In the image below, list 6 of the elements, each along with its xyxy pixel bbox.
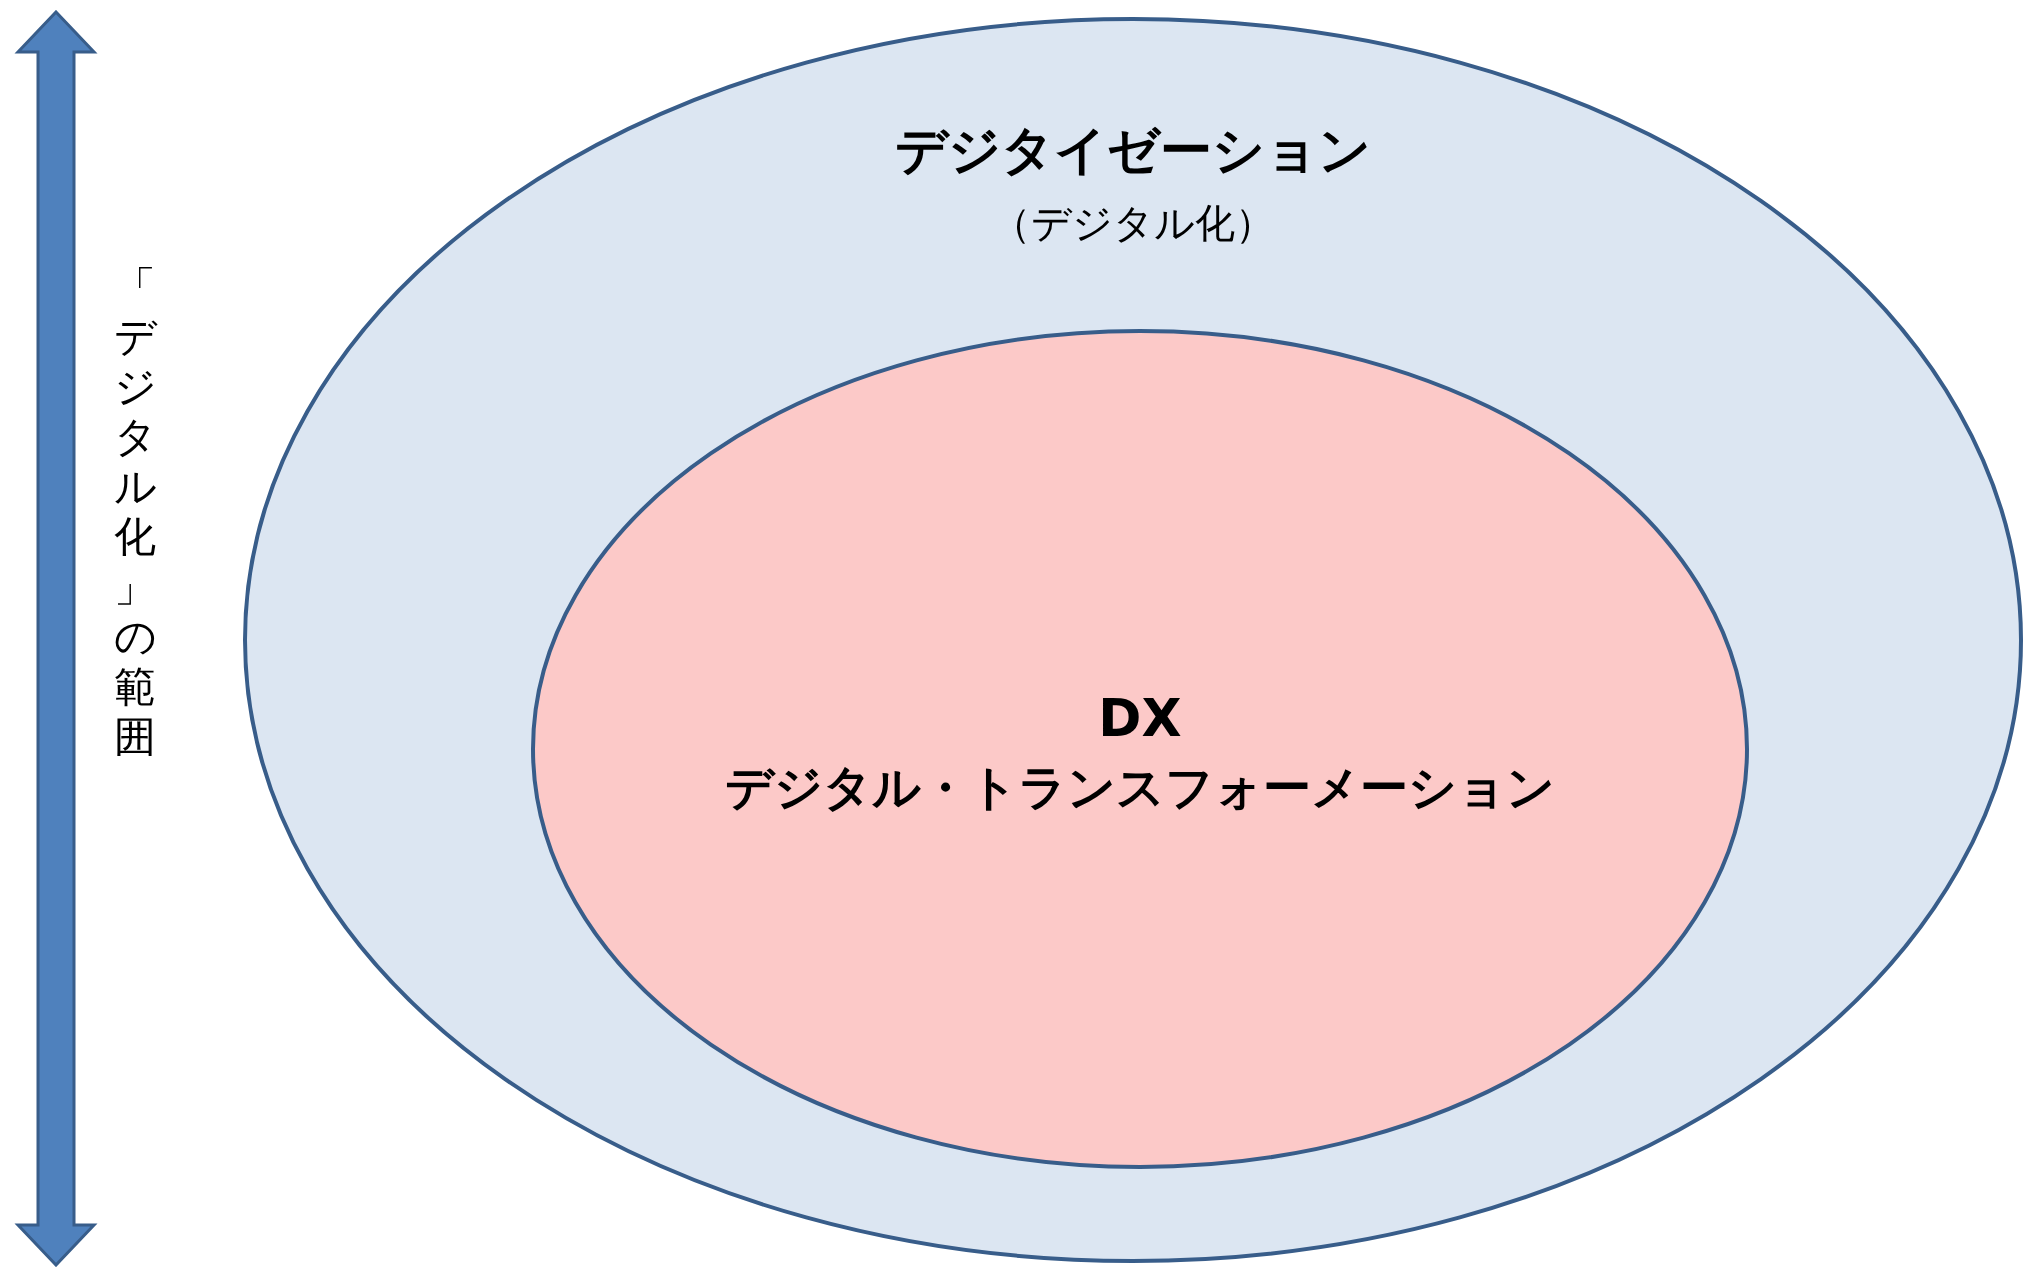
range-label: 「デジタル化」の範囲 bbox=[112, 262, 158, 762]
ellipse-subtitle: デジタル・トランスフォーメーション bbox=[724, 758, 1556, 817]
ellipse-title: デジタイゼーション bbox=[894, 119, 1372, 182]
ellipse bbox=[531, 329, 1749, 1169]
ellipse-title: DX bbox=[1097, 688, 1183, 748]
ellipse-subtitle: （デジタル化） bbox=[990, 199, 1276, 248]
